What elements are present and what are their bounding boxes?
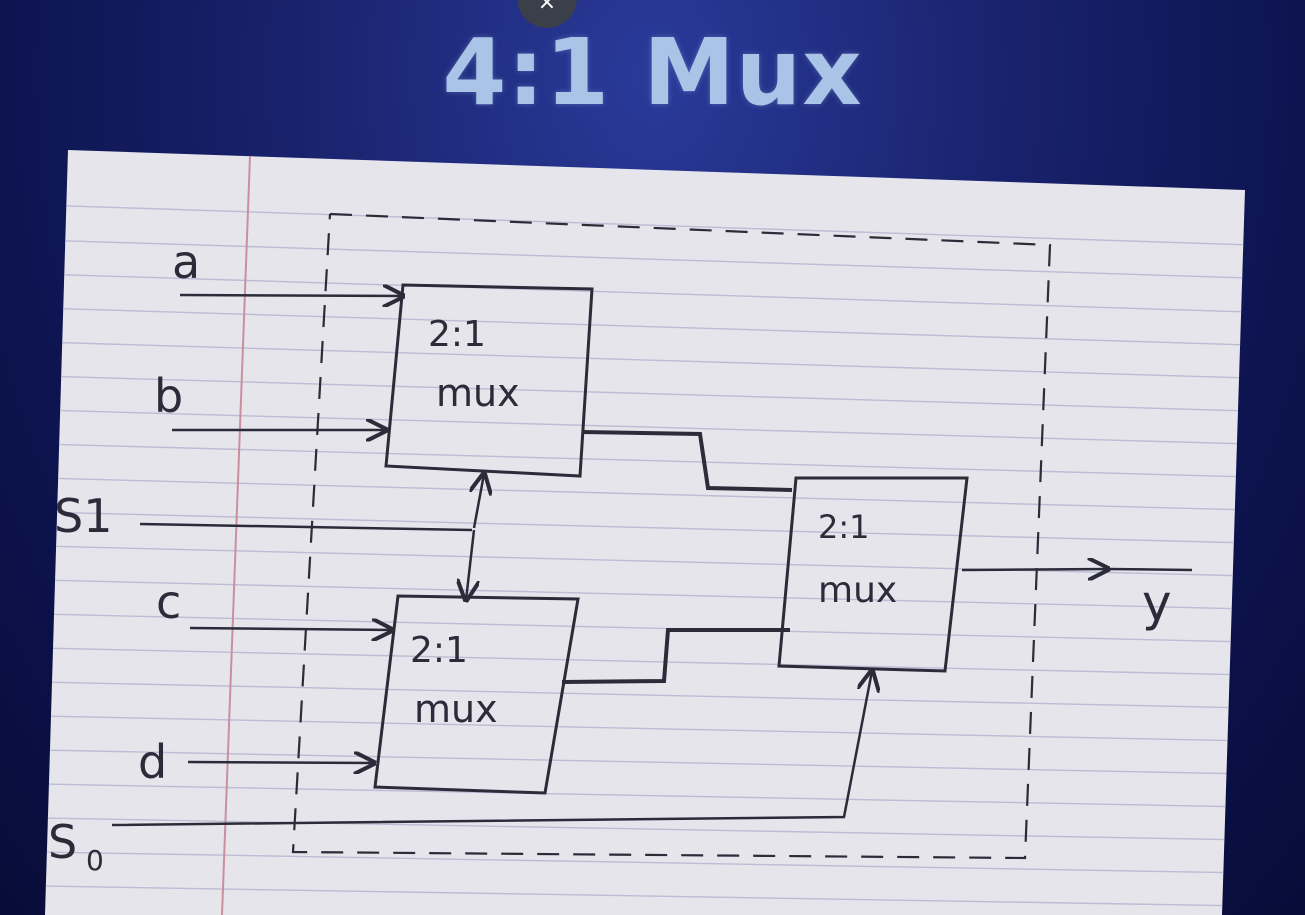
input-label-c: c <box>156 575 181 629</box>
notebook-paper <box>45 150 1245 915</box>
wire-a <box>179 295 403 296</box>
output-label-y: y <box>1142 574 1172 632</box>
ruled-lines <box>45 204 1245 907</box>
mux-bottom-label-name: mux <box>414 687 498 731</box>
input-label-s0: S <box>48 815 77 869</box>
mux-bottom-label-ratio: 2:1 <box>410 630 468 671</box>
mux-final-label-ratio: 2:1 <box>818 508 870 546</box>
mux-top-label-name: mux <box>436 371 520 415</box>
input-label-s0-subscript: 0 <box>86 844 104 877</box>
wire-c <box>189 628 392 630</box>
wire-s1-up <box>474 474 484 529</box>
input-label-d: d <box>138 735 167 789</box>
margin-line <box>221 155 251 915</box>
wire-output <box>961 569 1108 570</box>
input-label-s1: S1 <box>54 489 112 543</box>
wire-d <box>187 762 374 763</box>
mux-top-label-ratio: 2:1 <box>428 314 486 355</box>
mux-final-label-name: mux <box>818 570 897 611</box>
wire-output-tail <box>1107 567 1193 572</box>
mux-top-box <box>384 283 594 478</box>
wire-bottom-to-final <box>561 628 790 684</box>
mux-bottom-box <box>373 594 580 795</box>
dashed-enclosure <box>291 212 1052 860</box>
mux-final-box <box>777 476 969 673</box>
wire-s1-down <box>466 529 474 600</box>
wire-s0 <box>111 671 872 827</box>
slide-title: 4:1 Mux <box>442 19 863 126</box>
wire-top-to-final <box>581 430 793 492</box>
wire-s1 <box>139 522 473 532</box>
input-label-b: b <box>154 369 183 423</box>
input-label-a: a <box>172 235 200 289</box>
